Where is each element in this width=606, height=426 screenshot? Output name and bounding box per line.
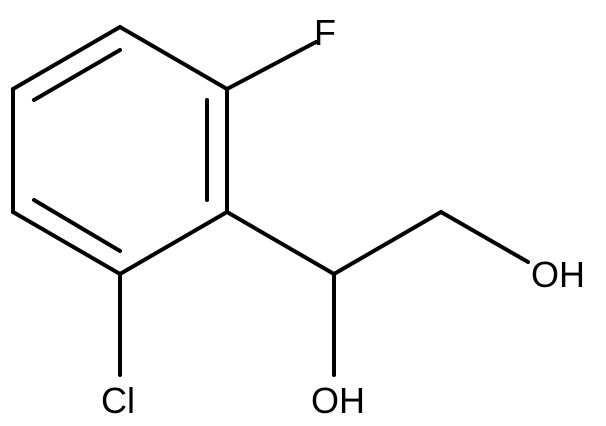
chlorine-label: Cl [101, 380, 135, 421]
secondary-hydroxyl-label: OH [311, 380, 365, 421]
bond-chiral-carbon-to-ch2 [332, 210, 443, 276]
bond-ch2-to-hydroxyl [439, 210, 530, 264]
ring-bond-bottom-left [11, 210, 122, 276]
bond-ring-to-chiral-carbon [225, 210, 336, 276]
ring-inner-double-bond-bottom-left [32, 198, 122, 253]
primary-hydroxyl-label: OH [531, 254, 585, 295]
ring-bond-top-left [11, 25, 122, 91]
ring-bond-top-right [118, 25, 229, 91]
bond-to-fluorine [225, 40, 318, 91]
fluorine-label: F [314, 12, 336, 53]
ring-bond-bottom-right [118, 210, 229, 276]
ring-inner-double-bond-top [32, 48, 122, 102]
